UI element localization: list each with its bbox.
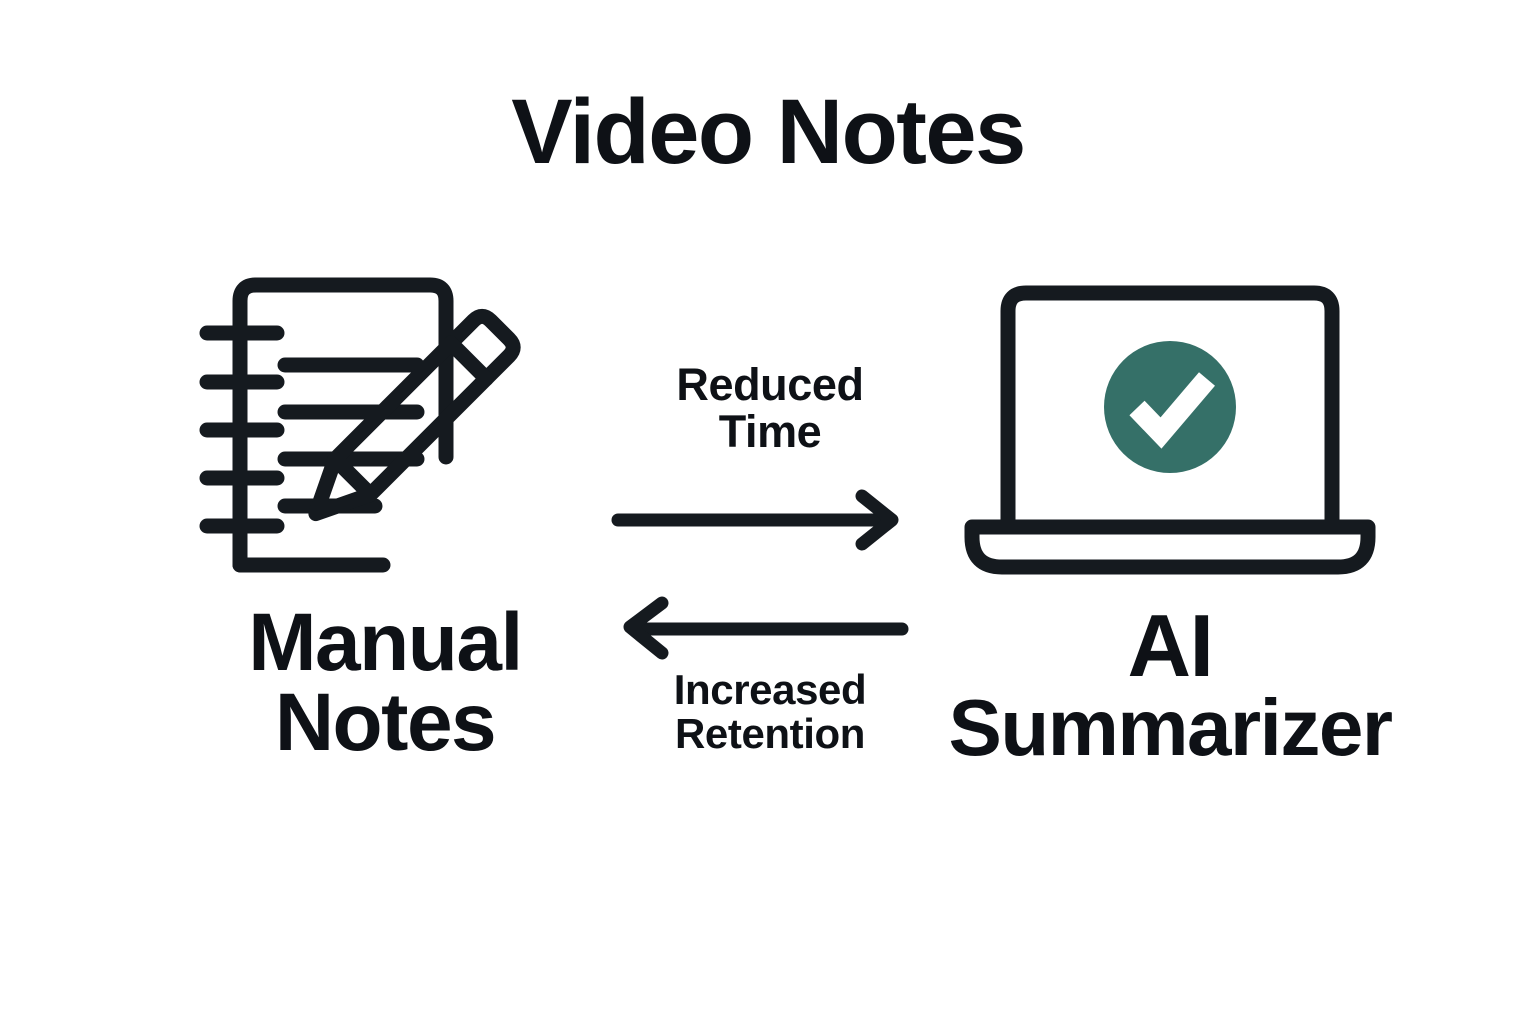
arrow-left-icon xyxy=(623,596,909,660)
laptop-screen xyxy=(1000,285,1340,533)
node-label-line1: Manual xyxy=(248,597,523,688)
node-label-line2: Notes xyxy=(274,677,497,769)
node-label-line2: Summarizer xyxy=(948,683,1393,773)
connector-label-increased-retention: Increased Retention xyxy=(600,668,940,755)
connector-label-line1: Reduced xyxy=(676,359,864,410)
laptop-checkmark-icon-wrap xyxy=(920,255,1420,585)
connectors-group: Reduced Time Increased Retention xyxy=(600,350,940,790)
node-label-line1: AI xyxy=(1127,596,1215,695)
arrow-right-icon xyxy=(611,489,899,551)
page-title: Video Notes xyxy=(511,81,1026,183)
check-icon xyxy=(1129,372,1215,449)
connector-label-reduced-time: Reduced Time xyxy=(600,359,940,457)
notepad-pencil-icon-wrap xyxy=(150,255,620,585)
node-ai-summarizer: AI Summarizer xyxy=(920,255,1420,768)
node-label-manual-notes: Manual Notes xyxy=(150,602,620,769)
laptop-base xyxy=(964,519,1376,575)
pencil-icon xyxy=(308,308,521,522)
connector-label-line2: Time xyxy=(718,405,822,457)
laptop-checkmark-icon xyxy=(964,285,1376,575)
node-manual-notes: Manual Notes xyxy=(150,255,620,764)
node-label-ai-summarizer: AI Summarizer xyxy=(920,596,1420,773)
notepad-pencil-icon xyxy=(199,277,521,573)
connector-label-line1: Increased xyxy=(673,666,867,713)
connector-label-line2: Retention xyxy=(674,709,866,757)
